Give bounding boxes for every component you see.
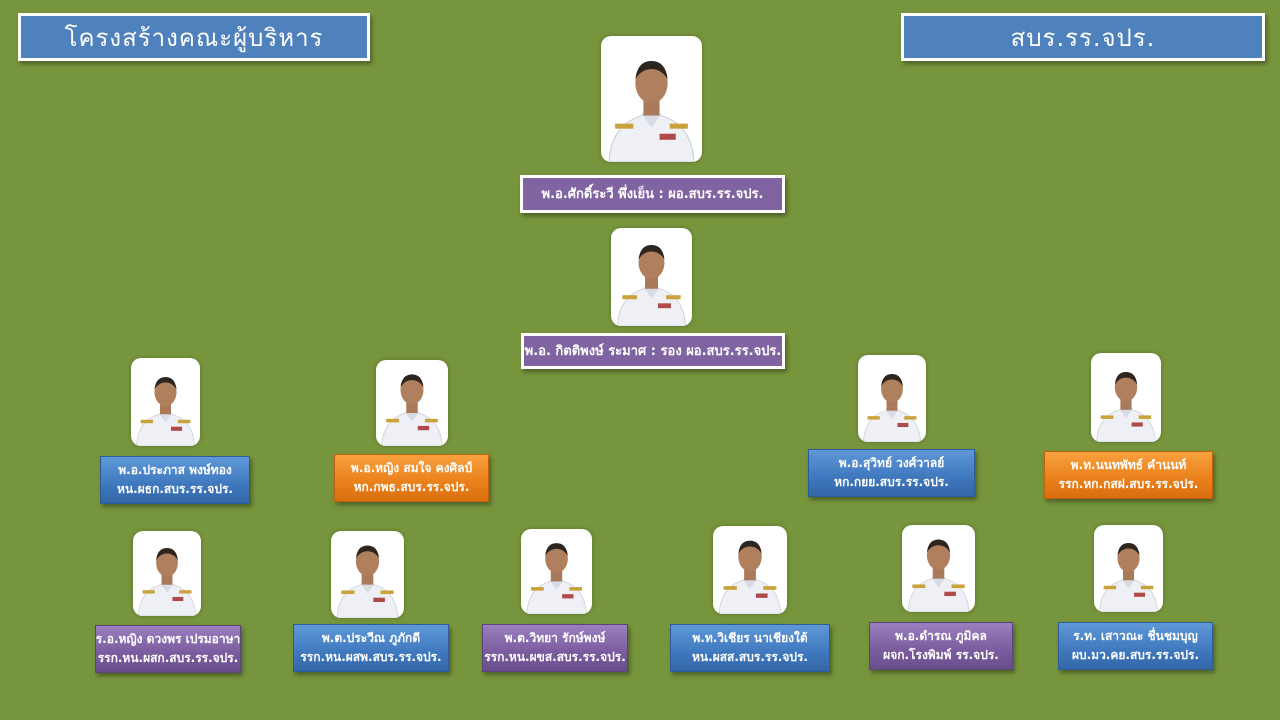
- director-photo: [601, 36, 702, 162]
- row1-photo-4: [1091, 353, 1161, 442]
- row2-position-4: หน.ผสส.สบร.รร.จปร.: [692, 650, 808, 664]
- row2-label-4: พ.ท.วิเชียร นาเชียงใต้ หน.ผสส.สบร.รร.จปร…: [670, 624, 830, 672]
- row1-photo-1: [131, 358, 200, 446]
- row2-label-2: พ.ต.ประวีณ ภูภักดี รรก.หน.ผสพ.สบร.รร.จปร…: [293, 624, 449, 672]
- row1-position-4: รรก.หก.กสฝ.สบร.รร.จปร.: [1058, 477, 1199, 491]
- portrait-figure: [138, 548, 196, 616]
- row1-name-3: พ.อ.สุวิทย์ วงศ์วาลย์: [838, 456, 945, 470]
- row1-name-2: พ.อ.หญิง สมใจ คงศิลป์: [350, 461, 473, 475]
- row2-position-5: ผจก.โรงพิมพ์ รร.จปร.: [883, 648, 999, 662]
- row1-label-2: พ.อ.หญิง สมใจ คงศิลป์ หก.กพธ.สบร.รร.จปร.: [334, 454, 489, 502]
- row2-photo-6: [1094, 525, 1163, 612]
- row2-label-3: พ.ต.วิทยา รักษ์พงษ์ รรก.หน.ผขส.สบร.รร.จป…: [482, 624, 628, 672]
- portrait-figure: [526, 543, 587, 614]
- row2-label-1: ร.อ.หญิง ดวงพร เปรมอาษา รรก.หน.ผสก.สบร.ร…: [95, 625, 241, 673]
- portrait-figure: [136, 377, 195, 446]
- row1-position-2: หก.กพธ.สบร.รร.จปร.: [353, 480, 470, 494]
- portrait-figure: [336, 545, 399, 618]
- row2-position-6: ผบ.มว.คย.สบร.รร.จปร.: [1071, 648, 1200, 662]
- row1-name-4: พ.ท.นนทพัทธ์ คำนนท์: [1070, 458, 1187, 472]
- row2-name-4: พ.ท.วิเชียร นาเชียงใต้: [692, 631, 808, 645]
- row2-position-3: รรก.หน.ผขส.สบร.รร.จปร.: [484, 650, 626, 664]
- portrait-figure: [608, 61, 695, 162]
- director-label: พ.อ.ศักดิ์ระวี พึ่งเย็น : ผอ.สบร.รร.จปร.: [520, 175, 785, 213]
- row2-photo-4: [713, 526, 787, 614]
- row2-name-5: พ.อ.ดำรณ ภูมิคล: [895, 629, 987, 643]
- row2-photo-2: [331, 531, 404, 618]
- row2-label-6: ร.ท. เสาวณะ ชื่นชมบุญ ผบ.มว.คย.สบร.รร.จป…: [1058, 622, 1213, 670]
- row2-position-2: รรก.หน.ผสพ.สบร.รร.จปร.: [300, 650, 442, 664]
- row1-photo-3: [858, 355, 926, 442]
- row1-label-3: พ.อ.สุวิทย์ วงศ์วาลย์ หก.กยย.สบร.รร.จปร.: [808, 449, 975, 497]
- deputy-label: พ.อ. กิตติพงษ์ ระมาศ : รอง ผอ.สบร.รร.จปร…: [521, 333, 785, 369]
- portrait-figure: [617, 245, 686, 326]
- portrait-figure: [907, 539, 970, 612]
- row2-photo-3: [521, 529, 592, 614]
- deputy-name: พ.อ. กิตติพงษ์ ระมาศ : รอง ผอ.สบร.รร.จปร…: [524, 343, 782, 359]
- row2-photo-1: [133, 531, 201, 616]
- row1-position-3: หก.กยย.สบร.รร.จปร.: [834, 475, 949, 489]
- row2-label-5: พ.อ.ดำรณ ภูมิคล ผจก.โรงพิมพ์ รร.จปร.: [869, 622, 1013, 670]
- portrait-figure: [718, 540, 782, 614]
- row1-label-4: พ.ท.นนทพัทธ์ คำนนท์ รรก.หก.กสฝ.สบร.รร.จป…: [1044, 451, 1213, 499]
- portrait-figure: [381, 374, 443, 446]
- row1-label-1: พ.อ.ประภาส พงษ์ทอง หน.ผธก.สบร.รร.จปร.: [100, 456, 250, 504]
- row2-position-1: รรก.หน.ผสก.สบร.รร.จปร.: [97, 651, 239, 665]
- deputy-photo: [611, 228, 692, 326]
- row2-name-2: พ.ต.ประวีณ ภูภักดี: [321, 631, 421, 645]
- row2-photo-5: [902, 525, 975, 612]
- header-title-left: โครงสร้างคณะผู้บริหาร: [18, 13, 370, 61]
- row2-name-6: ร.ท. เสาวณะ ชื่นชมบุญ: [1073, 629, 1198, 643]
- row2-name-3: พ.ต.วิทยา รักษ์พงษ์: [504, 631, 606, 645]
- portrait-figure: [1096, 372, 1156, 442]
- row1-photo-2: [376, 360, 448, 446]
- row1-name-1: พ.อ.ประภาส พงษ์ทอง: [118, 463, 232, 477]
- row1-position-1: หน.ผธก.สบร.รร.จปร.: [117, 482, 233, 496]
- header-title-right: สบร.รร.จปร.: [901, 13, 1265, 61]
- director-name: พ.อ.ศักดิ์ระวี พึ่งเย็น : ผอ.สบร.รร.จปร.: [541, 186, 764, 202]
- portrait-figure: [1099, 543, 1158, 612]
- row2-name-1: ร.อ.หญิง ดวงพร เปรมอาษา: [95, 632, 241, 646]
- portrait-figure: [863, 374, 921, 442]
